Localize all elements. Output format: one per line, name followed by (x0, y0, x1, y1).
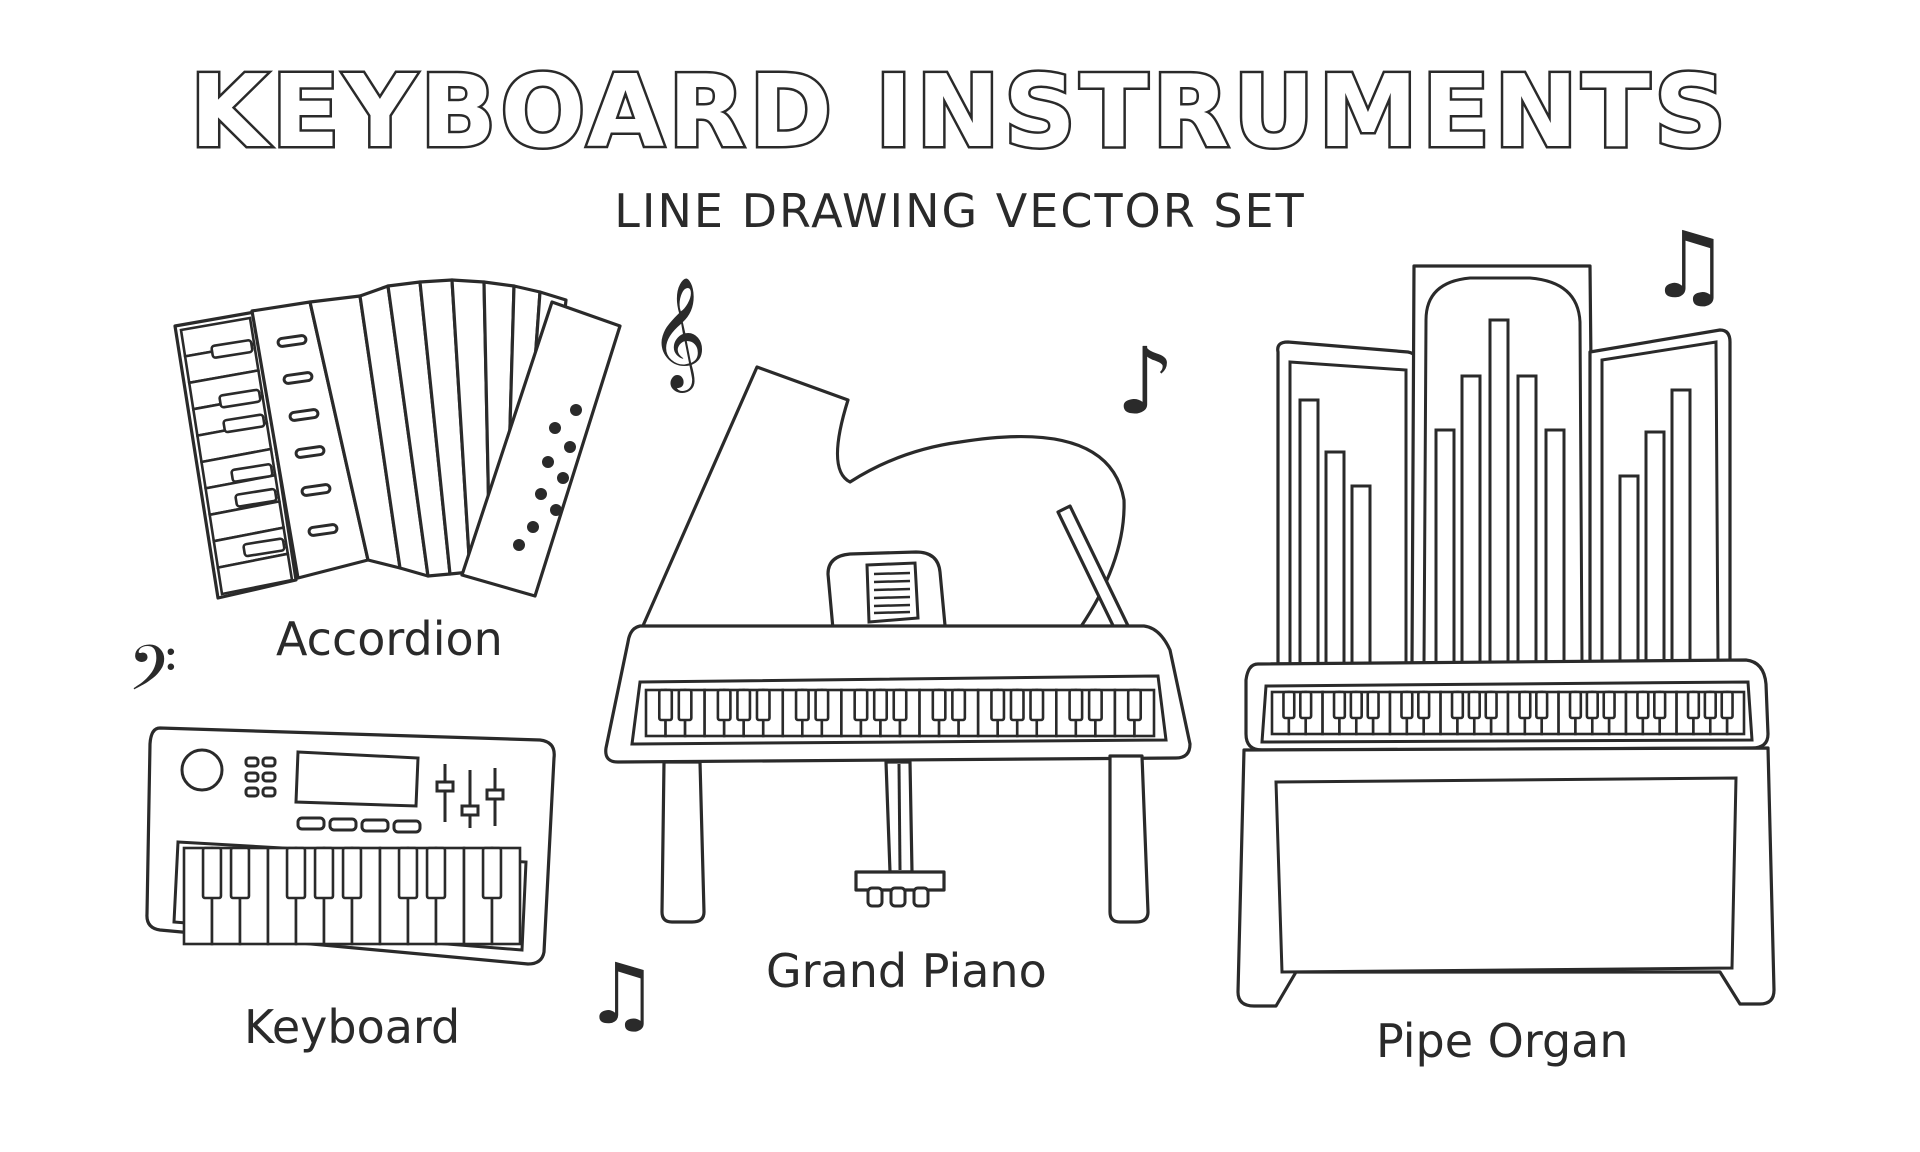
black-key (229, 846, 251, 900)
black-key (1602, 690, 1616, 720)
black-key (892, 688, 908, 722)
black-key (1068, 688, 1084, 722)
organ-pipe (1516, 374, 1538, 666)
black-key (657, 688, 674, 722)
keyboard-label: Keyboard (244, 1000, 461, 1054)
black-key (397, 846, 419, 900)
organ-pipe (1644, 430, 1666, 666)
accordion-black-key (230, 463, 274, 483)
organ-pipe (1618, 474, 1640, 666)
black-key (1636, 690, 1650, 720)
black-key (1703, 690, 1717, 720)
black-key (1585, 690, 1599, 720)
black-key (931, 688, 947, 722)
eighth-note-icon: ♪ (1116, 328, 1175, 435)
black-key (990, 688, 1006, 722)
black-key (755, 688, 771, 722)
organ-pipe (1488, 318, 1510, 666)
black-key (1568, 690, 1583, 720)
accordion-black-key (218, 388, 262, 409)
black-key (951, 688, 967, 722)
accordion-black-key (242, 537, 286, 558)
organ-pipe (1434, 428, 1456, 666)
treble-clef-icon: 𝄞 (650, 276, 707, 388)
black-key (677, 688, 693, 722)
pipe-organ-label: Pipe Organ (1376, 1014, 1629, 1068)
organ-pipe (1460, 374, 1482, 666)
beamed-notes-icon-small: ♫ (584, 945, 660, 1043)
bass-clef-icon: 𝄢 (128, 631, 177, 720)
organ-pipe (1298, 398, 1320, 666)
black-key (716, 688, 732, 722)
black-key (1653, 690, 1667, 720)
organ-pipe (1544, 428, 1566, 666)
black-key (1518, 690, 1532, 720)
black-key (425, 846, 447, 900)
black-key (481, 846, 503, 900)
keyboard-icon (145, 726, 556, 966)
accordion-icon (173, 278, 622, 600)
black-key (1450, 690, 1465, 720)
black-key (1332, 690, 1347, 720)
black-key (341, 846, 363, 900)
accordion-label: Accordion (276, 612, 503, 666)
accordion-black-key (222, 413, 266, 434)
accordion-black-key (234, 487, 278, 508)
black-key (1009, 688, 1025, 722)
beamed-notes-icon: ♫ (1648, 212, 1731, 319)
black-key (1417, 690, 1431, 720)
black-key (814, 688, 830, 722)
black-key (1366, 690, 1380, 720)
organ-pipe (1670, 388, 1692, 666)
black-key (872, 688, 889, 722)
black-key (853, 688, 869, 722)
black-key (1535, 690, 1549, 720)
black-key (1029, 688, 1045, 722)
black-key (1349, 690, 1363, 720)
black-key (794, 688, 810, 722)
organ-pipe (1324, 450, 1346, 666)
black-key (1467, 690, 1481, 720)
black-key (1126, 688, 1143, 722)
black-key (1400, 690, 1414, 720)
black-key (1686, 690, 1701, 720)
black-key (1720, 690, 1734, 720)
accordion-black-key (210, 339, 254, 359)
black-key (285, 846, 307, 900)
pipe-organ-icon (1236, 264, 1776, 1008)
black-key (201, 846, 223, 900)
black-key (1484, 690, 1498, 720)
page-title: KEYBOARD INSTRUMENTS (187, 53, 1731, 170)
accordion-key (216, 552, 294, 596)
black-key (1299, 690, 1313, 720)
grand-piano-label: Grand Piano (766, 944, 1047, 998)
black-key (736, 688, 752, 722)
black-key (1282, 690, 1296, 720)
grand-piano-icon (604, 365, 1192, 924)
organ-pipe (1350, 484, 1372, 666)
black-key (1087, 688, 1103, 722)
black-key (313, 846, 335, 900)
page-subtitle: LINE DRAWING VECTOR SET (614, 184, 1306, 238)
